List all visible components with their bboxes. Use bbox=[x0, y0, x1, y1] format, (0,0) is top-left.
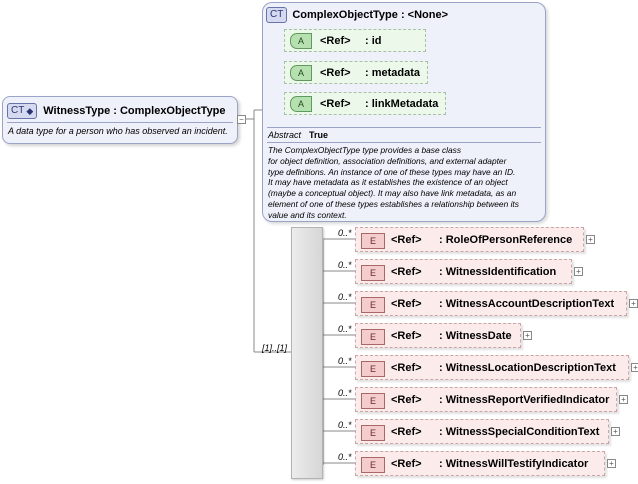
element-name: : RoleOfPersonReference bbox=[439, 234, 573, 246]
element-box[interactable]: E <Ref> : WitnessIdentification bbox=[355, 259, 572, 284]
element-icon: E bbox=[361, 233, 385, 249]
element-box[interactable]: E <Ref> : WitnessDate bbox=[355, 323, 521, 348]
complex-type-icon: CT bbox=[266, 7, 288, 23]
divider bbox=[267, 142, 541, 143]
element-icon: E bbox=[361, 265, 385, 281]
attribute-name: : id bbox=[365, 34, 382, 47]
element-name: : WitnessSpecialConditionText bbox=[439, 426, 600, 438]
base-type-documentation: The ComplexObjectType type provides a ba… bbox=[268, 145, 519, 220]
type-documentation: A data type for a person who has observe… bbox=[8, 126, 228, 136]
base-type-title: ComplexObjectType : <None> bbox=[292, 9, 449, 21]
ref-label: <Ref> bbox=[320, 97, 351, 110]
element-multiplicity: 0..* bbox=[338, 292, 352, 302]
element-name: : WitnessLocationDescriptionText bbox=[439, 362, 616, 374]
complex-type-icon: CT◆ bbox=[7, 103, 38, 119]
complex-object-type-panel[interactable]: CT ComplexObjectType : <None> A <Ref> : … bbox=[262, 2, 546, 222]
attribute-icon: A bbox=[290, 95, 312, 112]
ref-label: <Ref> bbox=[391, 330, 422, 342]
element-icon: E bbox=[361, 393, 385, 409]
sequence-multiplicity: [1]..[1] bbox=[262, 343, 288, 353]
ref-label: <Ref> bbox=[391, 458, 422, 470]
ref-label: <Ref> bbox=[391, 362, 422, 374]
element-box[interactable]: E <Ref> : WitnessLocationDescriptionText bbox=[355, 355, 629, 380]
attribute-id[interactable]: A <Ref> : id bbox=[284, 29, 426, 52]
expand-toggle[interactable]: + bbox=[629, 299, 638, 308]
witness-type-box[interactable]: CT◆ WitnessType : ComplexObjectType A da… bbox=[2, 96, 238, 144]
element-name: : WitnessReportVerifiedIndicator bbox=[439, 394, 610, 406]
ref-label: <Ref> bbox=[391, 298, 422, 310]
expand-toggle[interactable]: + bbox=[607, 459, 616, 468]
divider bbox=[267, 127, 541, 128]
ref-label: <Ref> bbox=[320, 34, 351, 47]
element-name: : WitnessIdentification bbox=[439, 266, 557, 278]
ref-label: <Ref> bbox=[391, 394, 422, 406]
element-box[interactable]: E <Ref> : WitnessWillTestifyIndicator bbox=[355, 451, 605, 476]
element-multiplicity: 0..* bbox=[338, 420, 352, 430]
element-name: : WitnessDate bbox=[439, 330, 512, 342]
expand-toggle[interactable]: + bbox=[523, 331, 532, 340]
element-box[interactable]: E <Ref> : WitnessSpecialConditionText bbox=[355, 419, 609, 444]
attribute-icon: A bbox=[290, 32, 312, 49]
element-multiplicity: 0..* bbox=[338, 356, 352, 366]
expand-toggle[interactable]: + bbox=[619, 395, 628, 404]
element-multiplicity: 0..* bbox=[338, 388, 352, 398]
element-box[interactable]: E <Ref> : WitnessAccountDescriptionText bbox=[355, 291, 627, 316]
expand-toggle[interactable]: + bbox=[574, 267, 583, 276]
attribute-metadata[interactable]: A <Ref> : metadata bbox=[284, 61, 428, 84]
element-name: : WitnessWillTestifyIndicator bbox=[439, 458, 589, 470]
element-multiplicity: 0..* bbox=[338, 260, 352, 270]
ref-label: <Ref> bbox=[320, 66, 351, 79]
attribute-name: : metadata bbox=[365, 66, 421, 79]
element-multiplicity: 0..* bbox=[338, 324, 352, 334]
ref-label: <Ref> bbox=[391, 426, 422, 438]
ref-label: <Ref> bbox=[391, 266, 422, 278]
expand-toggle[interactable]: + bbox=[586, 235, 595, 244]
element-multiplicity: 0..* bbox=[338, 228, 352, 238]
element-multiplicity: 0..* bbox=[338, 452, 352, 462]
element-box[interactable]: E <Ref> : RoleOfPersonReference bbox=[355, 227, 584, 252]
sequence-compositor[interactable] bbox=[291, 227, 323, 479]
expand-toggle[interactable]: + bbox=[631, 363, 638, 372]
element-icon: E bbox=[361, 457, 385, 473]
element-name: : WitnessAccountDescriptionText bbox=[439, 298, 615, 310]
expand-toggle[interactable]: + bbox=[611, 427, 620, 436]
element-icon: E bbox=[361, 425, 385, 441]
element-icon: E bbox=[361, 297, 385, 313]
element-box[interactable]: E <Ref> : WitnessReportVerifiedIndicator bbox=[355, 387, 617, 412]
attribute-icon: A bbox=[290, 64, 312, 81]
attribute-name: : linkMetadata bbox=[365, 97, 439, 110]
element-icon: E bbox=[361, 329, 385, 345]
ref-label: <Ref> bbox=[391, 234, 422, 246]
type-title: WitnessType : ComplexObjectType bbox=[43, 105, 226, 117]
attribute-link-metadata[interactable]: A <Ref> : linkMetadata bbox=[284, 92, 446, 115]
collapse-toggle[interactable]: − bbox=[237, 115, 246, 124]
divider bbox=[7, 122, 233, 123]
element-icon: E bbox=[361, 361, 385, 377]
